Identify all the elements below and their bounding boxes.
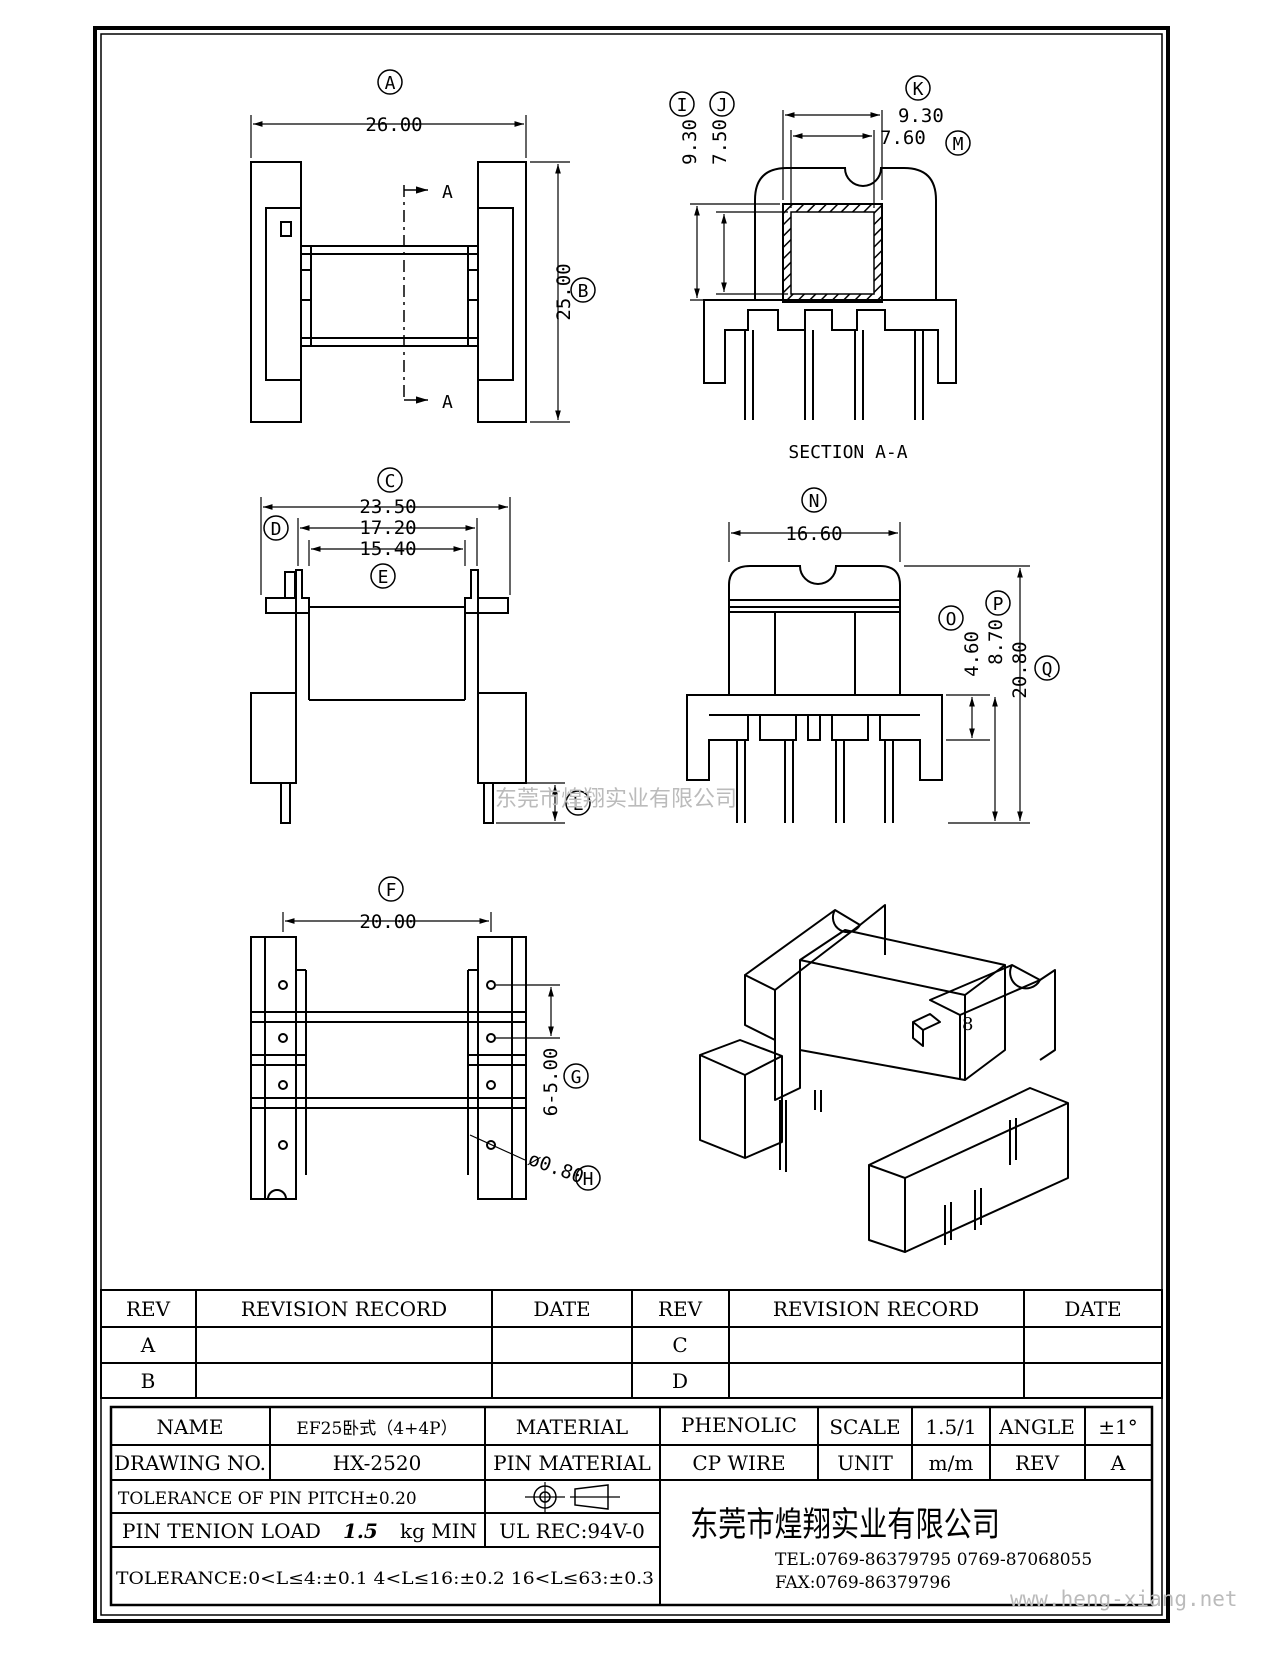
rev-c: C xyxy=(672,1333,687,1357)
callout-o: O xyxy=(946,609,957,630)
sheet-border xyxy=(93,26,1170,1623)
dim-7-50-vertical: 7.50 xyxy=(709,119,731,165)
pin-material-label: PIN MATERIAL xyxy=(493,1451,651,1475)
rev-d: D xyxy=(672,1369,688,1393)
tolerance-ranges: TOLERANCE:0<L≤4:±0.1 4<L≤16:±0.2 16<L≤63… xyxy=(116,1569,654,1589)
dim-4-60: 4.60 xyxy=(961,631,983,677)
callout-i: I xyxy=(677,95,688,116)
callout-b: B xyxy=(578,281,589,302)
material-label: MATERIAL xyxy=(516,1415,628,1439)
dim-8-70: 8.70 xyxy=(985,619,1007,665)
rev-header-2: REV xyxy=(658,1297,703,1321)
title-block xyxy=(109,1405,1154,1607)
dim-20-00: 20.00 xyxy=(359,911,416,933)
bottom-view xyxy=(250,912,560,1200)
callout-n: N xyxy=(809,491,820,512)
rev-header-1: REV xyxy=(126,1297,171,1321)
iso-mark: 8 xyxy=(962,1014,973,1035)
callout-a: A xyxy=(385,73,396,94)
rev-value: A xyxy=(1110,1451,1126,1475)
isometric-view xyxy=(699,904,1069,1253)
company-fax: FAX:0769-86379796 xyxy=(775,1573,951,1593)
watermark: 东莞市煌翔实业有限公司 xyxy=(495,787,737,812)
callout-h: H xyxy=(583,1169,594,1190)
callout-q: Q xyxy=(1042,659,1053,680)
callout-l: L xyxy=(573,794,584,815)
scale-label: SCALE xyxy=(829,1415,900,1439)
section-caption: SECTION A-A xyxy=(788,442,907,463)
rev-label: REV xyxy=(1015,1451,1060,1475)
section-view-labels: I J K M 9.30 7.50 9.30 7.60 SECTION A-A xyxy=(669,75,971,463)
dim-20-80: 20.80 xyxy=(1009,641,1031,698)
company-tel: TEL:0769-86379795 0769-87068055 xyxy=(775,1550,1092,1570)
tolerance-pitch: TOLERANCE OF PIN PITCH±0.20 xyxy=(118,1489,417,1509)
callout-m: M xyxy=(953,134,964,155)
dim-23-50: 23.50 xyxy=(359,496,416,518)
section-mark-bottom: A xyxy=(442,392,453,413)
top-view-labels: A 26.00 B 25.00 A A xyxy=(365,69,596,413)
callout-j: J xyxy=(717,95,728,116)
pin-tension-value: 1.5 xyxy=(343,1519,378,1543)
dim-pin-diameter: ø0.80 xyxy=(525,1148,586,1188)
unit-label: UNIT xyxy=(837,1451,893,1475)
front-view xyxy=(250,497,565,824)
front-view-labels: C D E L 23.50 17.20 15.40 xyxy=(263,467,591,816)
callout-c: C xyxy=(385,471,396,492)
pin-tension-label: PIN TENION LOAD xyxy=(122,1519,321,1543)
name-value: EF25卧式（4+4P） xyxy=(296,1419,457,1439)
bottom-view-labels: F 20.00 G 6-5.00 H ø0.80 xyxy=(359,876,601,1191)
revision-record-header-1: REVISION RECORD xyxy=(241,1297,447,1321)
website-watermark: www.heng-xiang.net xyxy=(1010,1587,1238,1611)
dim-7-60-horizontal: 7.60 xyxy=(880,127,926,149)
side-view-labels: N O P Q 16.60 4.60 8.70 20.80 xyxy=(785,487,1060,699)
material-value: PHENOLIC xyxy=(681,1413,797,1437)
name-label: NAME xyxy=(156,1415,223,1439)
dim-26: 26.00 xyxy=(365,114,422,136)
callout-p: P xyxy=(993,594,1004,615)
ul-rating: UL REC:94V-0 xyxy=(499,1519,645,1543)
section-mark-top: A xyxy=(442,182,453,203)
scale-value: 1.5/1 xyxy=(925,1415,976,1439)
rev-a: A xyxy=(140,1333,156,1357)
angle-value: ±1° xyxy=(1098,1415,1137,1439)
dim-9-30-horizontal: 9.30 xyxy=(898,105,944,127)
callout-g: G xyxy=(571,1067,582,1088)
dim-15-40: 15.40 xyxy=(359,538,416,560)
revision-table-text: REV REVISION RECORD DATE REV REVISION RE… xyxy=(126,1297,1122,1393)
dim-16-60: 16.60 xyxy=(785,523,842,545)
side-view xyxy=(686,522,1030,824)
dim-9-30-vertical: 9.30 xyxy=(679,119,701,165)
callout-d: D xyxy=(271,519,282,540)
pin-tension-unit: kg MIN xyxy=(400,1519,477,1543)
callout-f: F xyxy=(386,880,397,901)
dim-25: 25.00 xyxy=(553,263,575,320)
drawing-no-value: HX-2520 xyxy=(333,1451,422,1475)
unit-value: m/m xyxy=(929,1451,974,1475)
company-name: 东莞市煌翔实业有限公司 xyxy=(690,1505,1000,1545)
angle-label: ANGLE xyxy=(998,1415,1075,1439)
callout-e: E xyxy=(378,567,389,588)
rev-b: B xyxy=(141,1369,156,1393)
callout-k: K xyxy=(913,79,924,100)
section-view xyxy=(690,110,957,420)
pin-material-value: CP WIRE xyxy=(692,1451,785,1475)
dim-17-20: 17.20 xyxy=(359,517,416,539)
top-view xyxy=(250,115,570,423)
revision-table xyxy=(100,1289,1163,1399)
drawing-no-label: DRAWING NO. xyxy=(114,1451,266,1475)
date-header-1: DATE xyxy=(533,1297,590,1321)
dim-6-5-00: 6-5.00 xyxy=(540,1048,562,1117)
revision-record-header-2: REVISION RECORD xyxy=(773,1297,979,1321)
title-block-text: NAME EF25卧式（4+4P） MATERIAL PHENOLIC SCAL… xyxy=(114,1413,1238,1611)
date-header-2: DATE xyxy=(1064,1297,1121,1321)
